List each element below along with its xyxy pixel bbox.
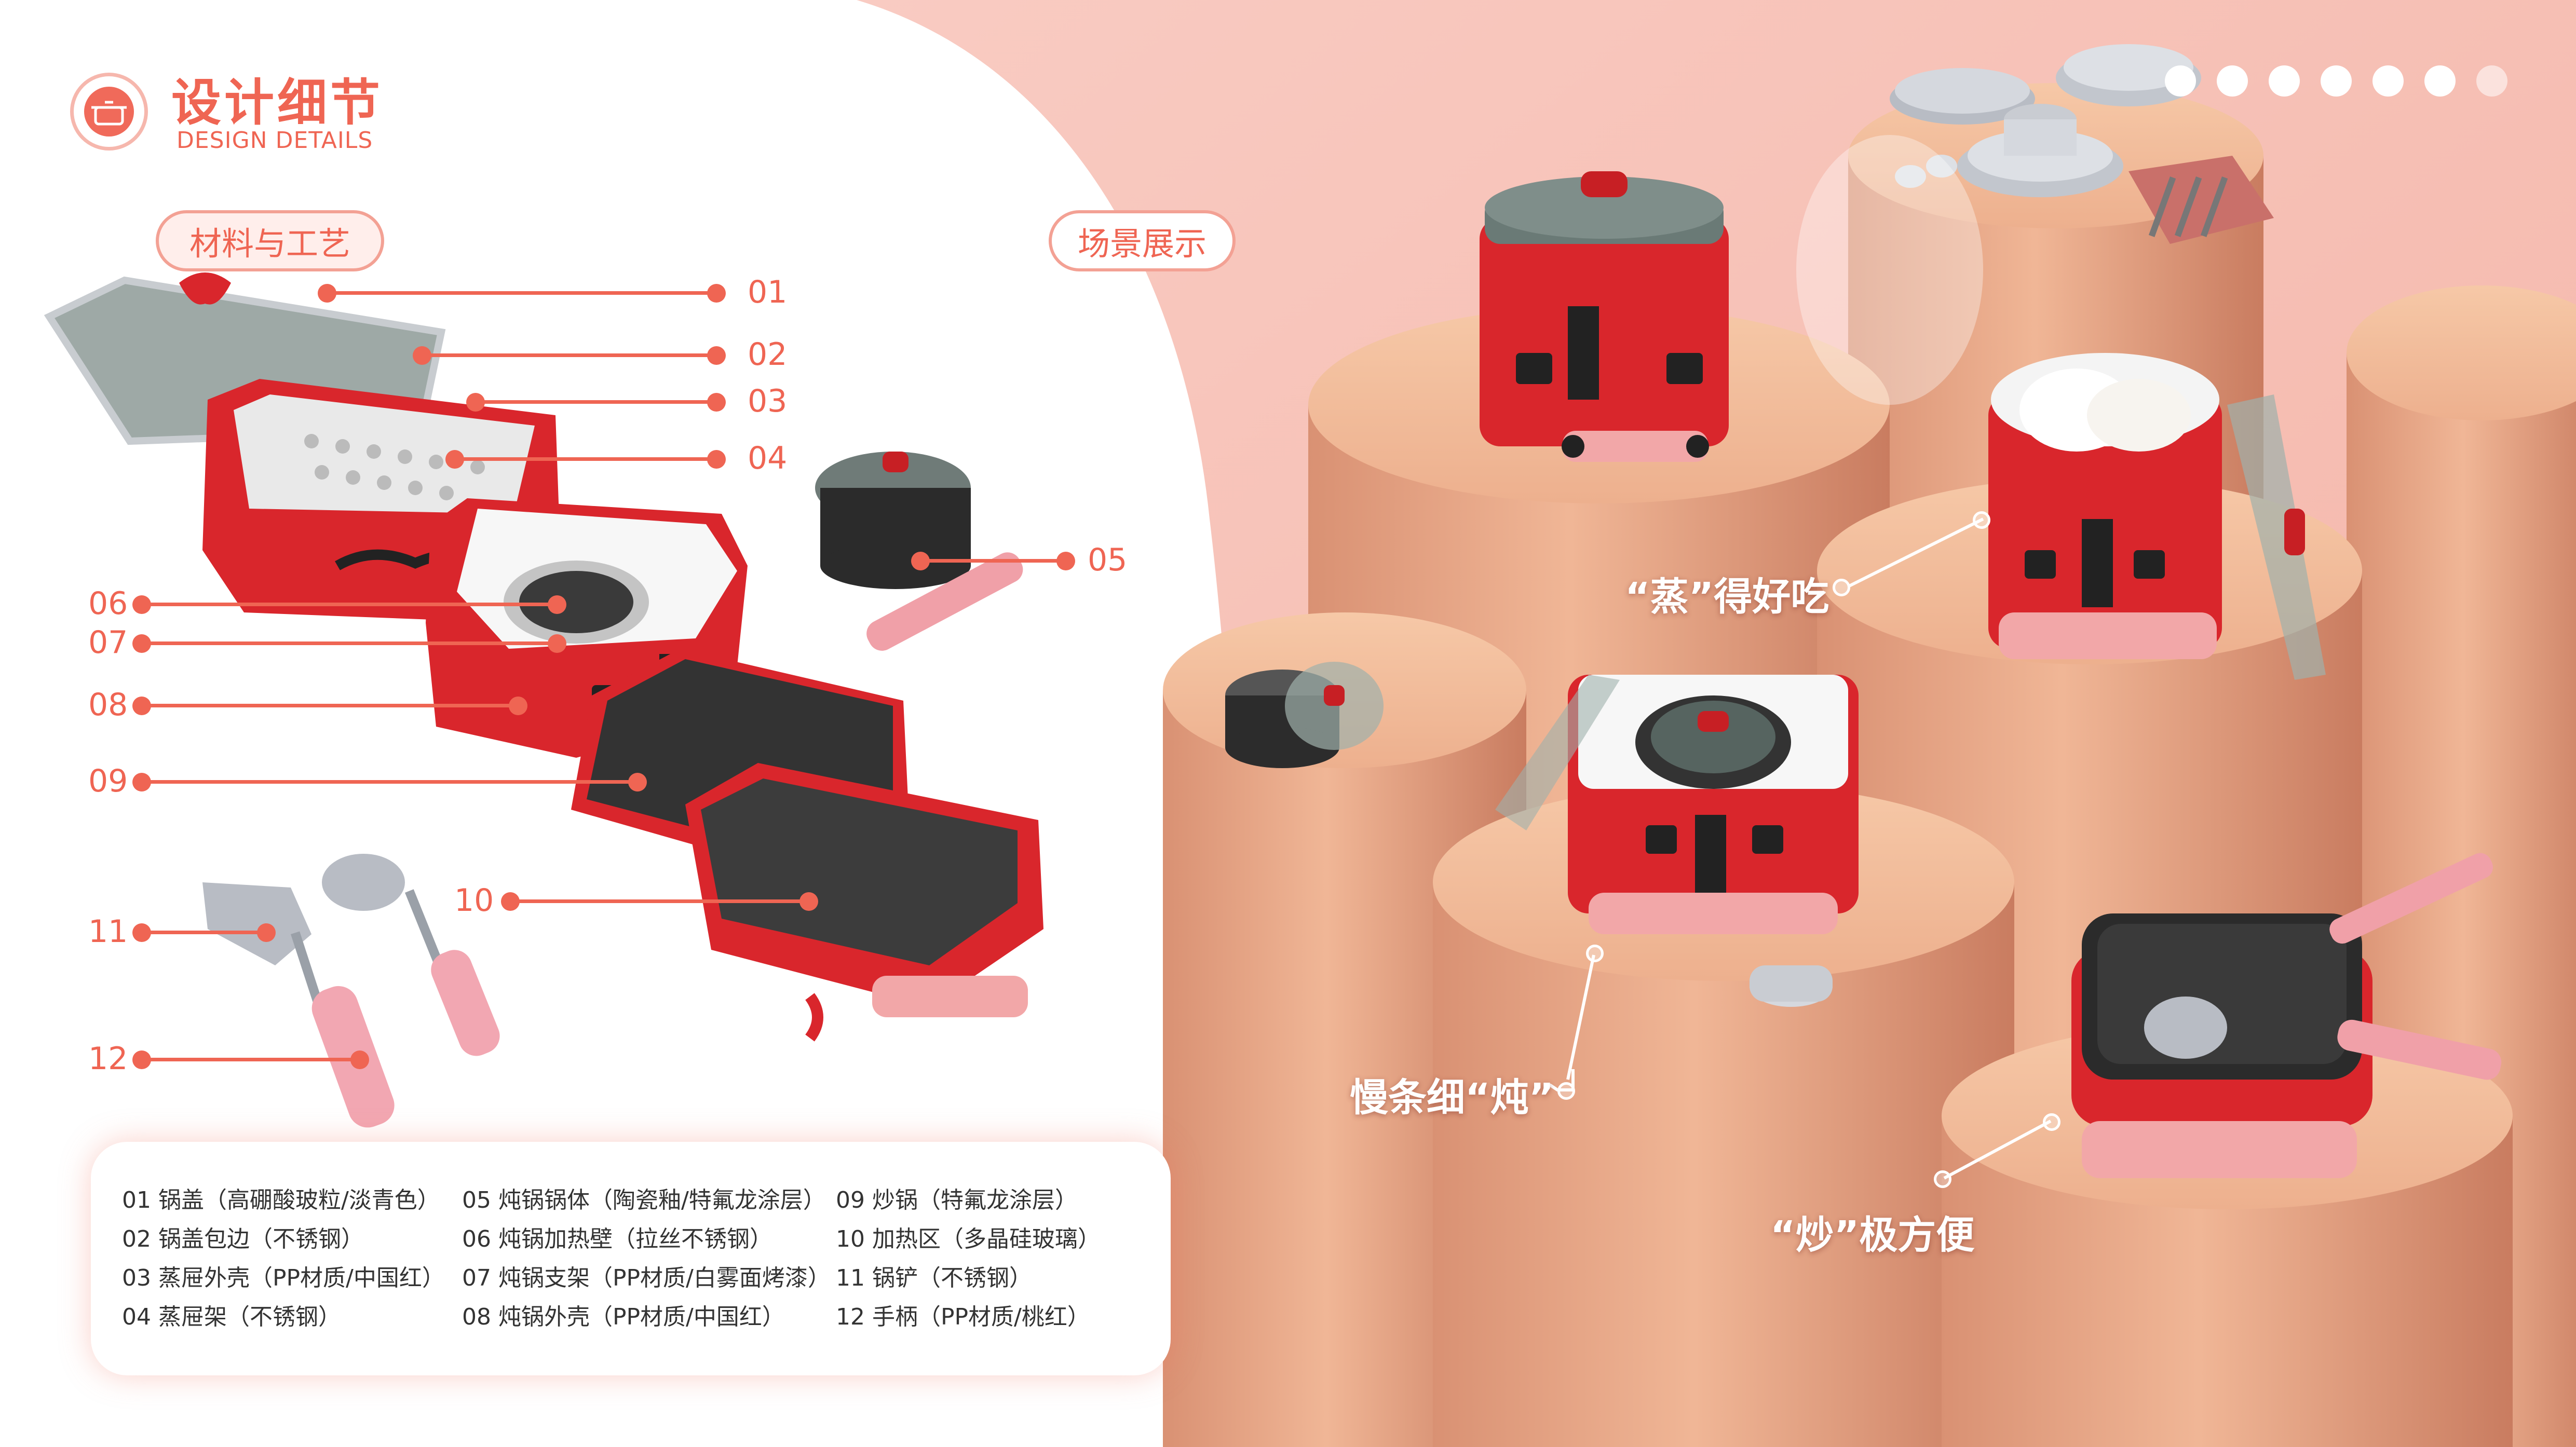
callout-09-line <box>142 780 638 784</box>
steam-pointer-dot <box>1833 579 1850 596</box>
product-fry-pan <box>2071 853 2502 1178</box>
materials-section-label: 材料与工艺 <box>156 210 384 271</box>
page-dot-7[interactable] <box>2476 65 2507 97</box>
page-dot-5[interactable] <box>2372 65 2404 97</box>
callout-04-line <box>455 457 717 461</box>
part-stew-pot <box>815 452 971 589</box>
callout-07-line <box>142 641 557 645</box>
legend-item: 02 锅盖包边（不锈钢） <box>122 1226 364 1252</box>
legend-item: 09 炒锅（特氟龙涂层） <box>836 1187 1078 1213</box>
page-dot-3[interactable] <box>2269 65 2300 97</box>
legend-item: 03 蒸屉外壳（PP材质/中国红） <box>122 1265 445 1291</box>
legend-item: 01 锅盖（高硼酸玻粒/淡青色） <box>122 1187 440 1213</box>
part-base <box>685 763 1043 1042</box>
callout-10-dot <box>799 892 818 911</box>
callout-03-number: 03 <box>748 383 788 419</box>
callout-08-line <box>142 704 518 707</box>
callout-03-end <box>707 393 726 412</box>
page-dot-6[interactable] <box>2424 65 2456 97</box>
legend-column-2: 05 炖锅锅体（陶瓷釉/特氟龙涂层） 06 炖锅加热壁（拉丝不锈钢） 07 炖锅… <box>462 1181 831 1336</box>
callout-02-line <box>422 353 718 357</box>
legend-item: 11 锅铲（不锈钢） <box>836 1265 1032 1291</box>
page-title: 设计细节 <box>171 74 383 132</box>
page-dot-4[interactable] <box>2321 65 2352 97</box>
callout-11-line <box>142 931 266 934</box>
pot-glyph <box>91 101 127 126</box>
page-subtitle: DESIGN DETAILS <box>177 127 373 154</box>
callout-04-end <box>707 450 726 469</box>
legend-item: 12 手柄（PP材质/桃红） <box>836 1304 1090 1330</box>
steam <box>1796 135 1983 405</box>
dishes-stack <box>1890 44 2274 244</box>
callout-07-dot <box>548 634 566 653</box>
scenes-section-label: 场景展示 <box>1049 210 1236 271</box>
scene-label-steam: “蒸”得好吃 <box>1625 575 1829 619</box>
part-ladle <box>322 854 500 1056</box>
legend-column-3: 09 炒锅（特氟龙涂层） 10 加热区（多晶硅玻璃） 11 锅铲（不锈钢） 12… <box>836 1181 1101 1336</box>
fry-pointer-dot <box>1934 1170 1951 1188</box>
callout-11-dot <box>257 923 276 942</box>
callout-11-number: 11 <box>88 913 128 950</box>
stew-pointer-end <box>1586 945 1604 962</box>
page-dot-1[interactable] <box>2165 65 2196 97</box>
callout-10-line <box>510 899 809 903</box>
callout-08-dot <box>509 697 527 715</box>
legend-item: 10 加热区（多晶硅玻璃） <box>836 1226 1101 1252</box>
legend-item: 04 蒸屉架（不锈钢） <box>122 1304 341 1330</box>
callout-06-line <box>142 603 557 606</box>
callout-12-number: 12 <box>88 1041 128 1077</box>
product-small-pot <box>1225 662 1384 768</box>
callout-08-number: 08 <box>88 687 128 723</box>
callout-03-line <box>476 400 717 404</box>
legend-column-1: 01 锅盖（高硼酸玻粒/淡青色） 02 锅盖包边（不锈钢） 03 蒸屉外壳（PP… <box>122 1181 445 1336</box>
exploded-product-view <box>44 272 1043 1128</box>
callout-04-number: 04 <box>748 440 788 476</box>
fry-pointer <box>1943 1120 2052 1180</box>
stew-pointer-dot <box>1557 1082 1575 1100</box>
scene-label-stew: 慢条细“炖” <box>1350 1075 1554 1120</box>
product-tall-steamer <box>1480 171 1729 462</box>
callout-01-end <box>707 284 726 303</box>
materials-legend: 01 锅盖（高硼酸玻粒/淡青色） 02 锅盖包边（不锈钢） 03 蒸屉外壳（PP… <box>91 1142 1171 1375</box>
callout-06-dot <box>548 595 566 614</box>
steam-pointer <box>1847 517 1984 588</box>
callout-05-number: 05 <box>1088 542 1128 578</box>
legend-item: 06 炖锅加热壁（拉丝不锈钢） <box>462 1226 772 1252</box>
callout-01-line <box>327 291 716 295</box>
callout-07-number: 07 <box>88 624 128 661</box>
callout-09-number: 09 <box>88 763 128 799</box>
pedestal-front-center <box>1433 784 2014 1447</box>
product-bun-steamer <box>1988 353 2326 680</box>
legend-item: 08 炖锅外壳（PP材质/中国红） <box>462 1304 785 1330</box>
callout-05-line <box>920 559 1071 563</box>
callout-02-number: 02 <box>748 336 788 373</box>
product-stew-pot <box>1495 675 1859 1007</box>
pot-icon-core <box>84 87 134 136</box>
callout-12-dot <box>350 1050 369 1069</box>
callout-09-dot <box>628 773 647 791</box>
callout-06-number: 06 <box>88 585 128 622</box>
scene-label-fry: “炒”极方便 <box>1770 1213 1975 1258</box>
callout-05-end <box>1056 552 1075 570</box>
callout-01-number: 01 <box>748 274 788 310</box>
callout-02-end <box>707 346 726 365</box>
steam-pointer-end <box>1973 511 1990 529</box>
legend-item: 05 炖锅锅体（陶瓷釉/特氟龙涂层） <box>462 1187 826 1213</box>
part-spatula <box>202 882 395 1128</box>
callout-12-line <box>142 1058 360 1061</box>
legend-item: 07 炖锅支架（PP材质/白雾面烤漆） <box>462 1265 831 1291</box>
callout-10-number: 10 <box>454 882 494 919</box>
page-dot-2[interactable] <box>2217 65 2248 97</box>
fry-pointer-end <box>2043 1113 2060 1131</box>
pot-icon <box>70 73 148 151</box>
